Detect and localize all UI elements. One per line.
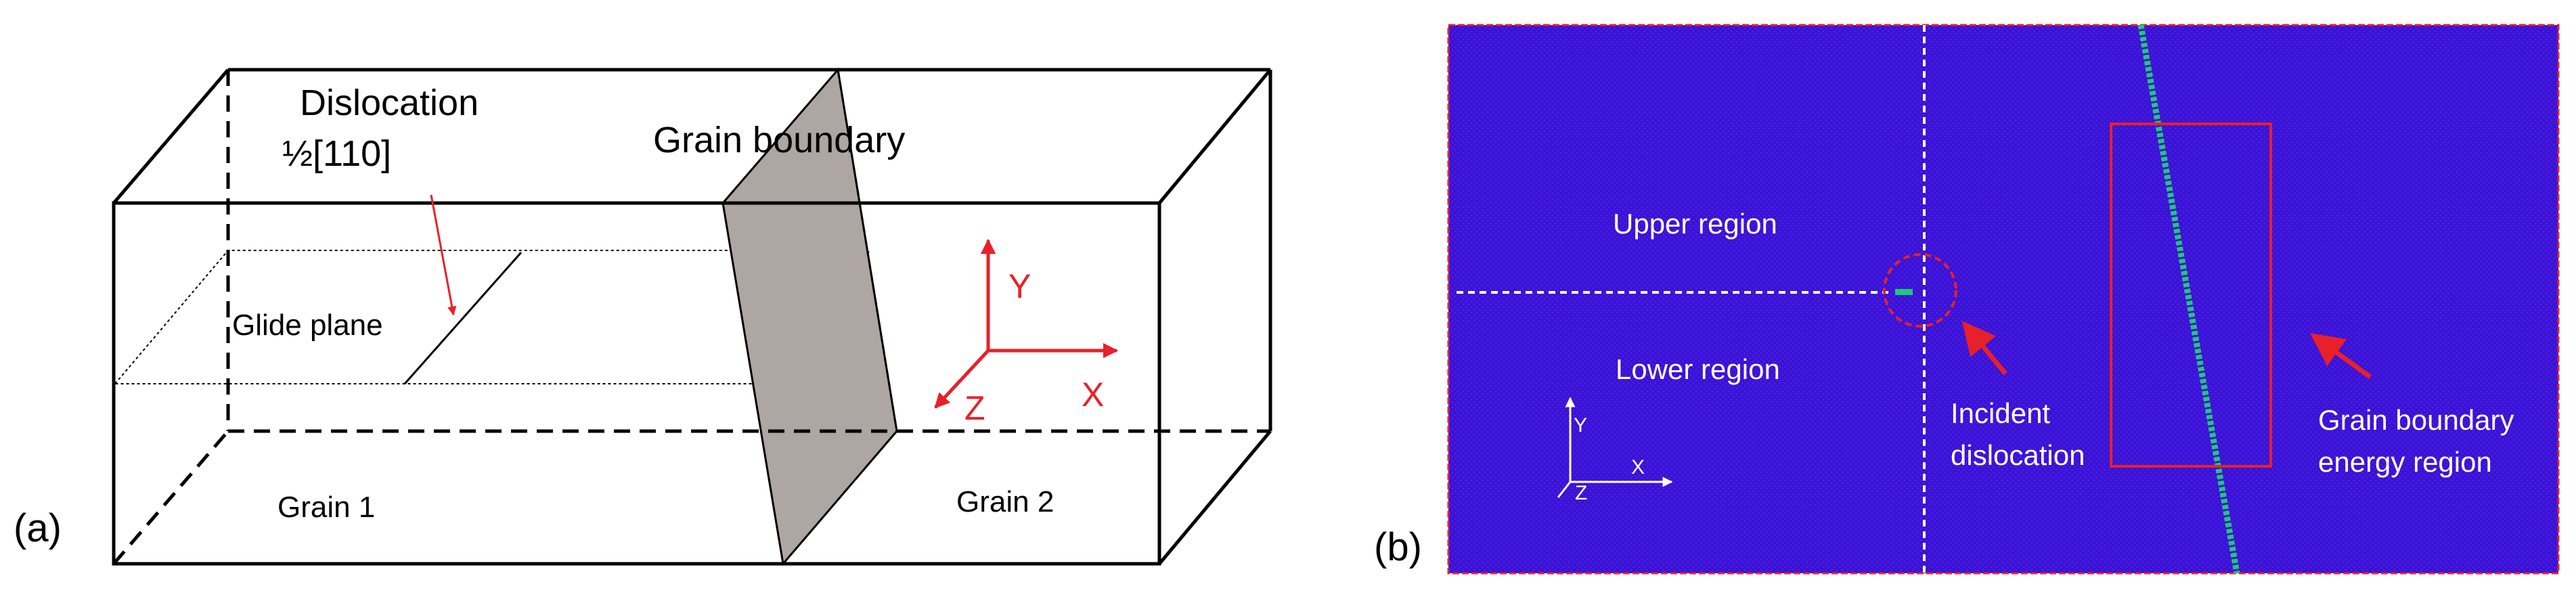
simulation-domain bbox=[1447, 24, 2560, 575]
grain-boundary-back-edge bbox=[837, 69, 898, 432]
gb-energy-label-line2: energy region bbox=[2318, 446, 2492, 478]
grain-boundary-label: Grain boundary bbox=[653, 120, 905, 160]
grain-2-label: Grain 2 bbox=[956, 485, 1054, 518]
dislocation-label: Dislocation bbox=[300, 83, 479, 123]
burgers-vector-label: ½[110] bbox=[282, 133, 391, 174]
y-axis-label: Y bbox=[1008, 267, 1031, 305]
incident-dislocation-marker bbox=[1895, 289, 1913, 295]
b-y-axis-label: Y bbox=[1574, 414, 1587, 437]
box-top-right-edge bbox=[1158, 68, 1272, 204]
incident-dislocation-circle bbox=[1883, 253, 1957, 328]
box-top-left-edge bbox=[112, 68, 229, 204]
z-axis-arrow bbox=[934, 349, 990, 409]
x-axis-label: X bbox=[1082, 376, 1104, 414]
box-front-face bbox=[112, 201, 1161, 566]
grain-boundary-atom-line bbox=[2137, 24, 2240, 574]
incident-label-line2: dislocation bbox=[1951, 439, 2085, 471]
gb-energy-region-box bbox=[2110, 123, 2272, 468]
lower-region-label: Lower region bbox=[1616, 353, 1780, 385]
panel-a: (a) Dislocation ½[110] Grain boundary Gl… bbox=[14, 67, 1272, 566]
incident-label-line1: Incident bbox=[1951, 397, 2050, 429]
panel-a-axes: Y X Z bbox=[934, 238, 1119, 427]
panel-b: (b) Upper region Lower region Incident d… bbox=[1374, 24, 2560, 575]
panel-a-label: (a) bbox=[14, 506, 62, 550]
upper-region-label: Upper region bbox=[1613, 208, 1777, 240]
glide-plane-label: Glide plane bbox=[232, 309, 383, 342]
b-z-axis-label: Z bbox=[1575, 482, 1587, 504]
b-z-axis-arrow bbox=[1557, 481, 1572, 498]
gb-energy-label-line1: Grain boundary bbox=[2318, 404, 2514, 436]
incident-pointer-arrow bbox=[1961, 321, 2007, 376]
grain-1-label: Grain 1 bbox=[277, 491, 375, 524]
panel-b-axes: Y X Z bbox=[1557, 397, 1673, 504]
gb-energy-pointer-arrow bbox=[2310, 333, 2372, 379]
panel-b-label: (b) bbox=[1374, 525, 1422, 569]
dislocation-pointer-arrow bbox=[430, 194, 457, 316]
b-x-axis-label: X bbox=[1631, 456, 1645, 478]
box-bottom-right-edge bbox=[1158, 430, 1272, 565]
box-hidden-diagonal-edge bbox=[112, 430, 229, 565]
dislocation-line bbox=[403, 252, 523, 384]
z-axis-label: Z bbox=[964, 389, 985, 427]
